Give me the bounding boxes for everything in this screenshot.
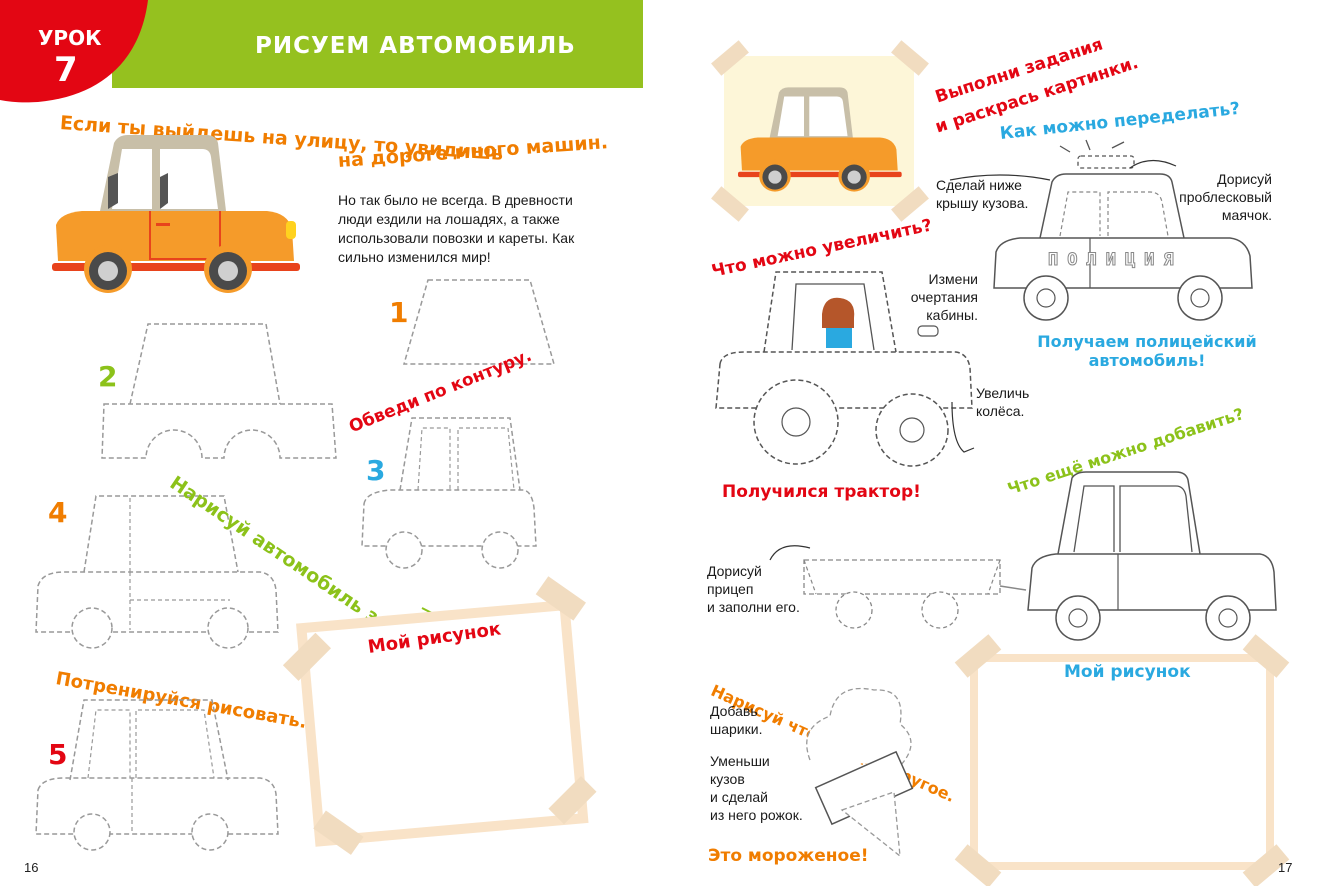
car-with-trailer-outline — [769, 471, 1277, 641]
trace-shape-1 — [403, 279, 555, 365]
lesson-word: УРОК — [38, 26, 102, 50]
page-title: РИСУЕМ АВТОМОБИЛЬ — [255, 33, 576, 59]
lesson-badge — [0, 0, 148, 103]
ice-cream-outline — [806, 687, 914, 858]
header-bar — [112, 0, 643, 88]
icecream-result: Это мороженое! — [708, 846, 869, 866]
step-4: 4 — [48, 496, 68, 529]
pinned-car-card — [711, 40, 929, 222]
lesson-number: 7 — [54, 50, 78, 90]
tractor-outline — [715, 271, 975, 467]
drawing-frame-right — [954, 634, 1290, 886]
drawing-frame-left — [282, 576, 597, 855]
trace-shape-3 — [361, 417, 537, 569]
intro-paragraph: Но так было не всегда. В древности люди … — [338, 192, 575, 265]
page-number-right: 17 — [1278, 860, 1293, 875]
trace-shape-2 — [101, 323, 337, 459]
trace-shape-4 — [35, 495, 279, 649]
page-number-left: 16 — [24, 860, 39, 875]
trace-shape-5 — [35, 699, 279, 851]
step-5: 5 — [48, 738, 68, 771]
step-2: 2 — [98, 360, 118, 393]
police-car-outline — [949, 139, 1253, 321]
police-text: ПОЛИЦИЯ — [1048, 250, 1183, 271]
step-3: 3 — [366, 454, 386, 487]
my-drawing-right: Мой рисунок — [1064, 662, 1191, 682]
step-1: 1 — [389, 296, 409, 329]
tractor-result: Получился трактор! — [722, 482, 921, 502]
orange-car-illustration — [52, 135, 300, 293]
